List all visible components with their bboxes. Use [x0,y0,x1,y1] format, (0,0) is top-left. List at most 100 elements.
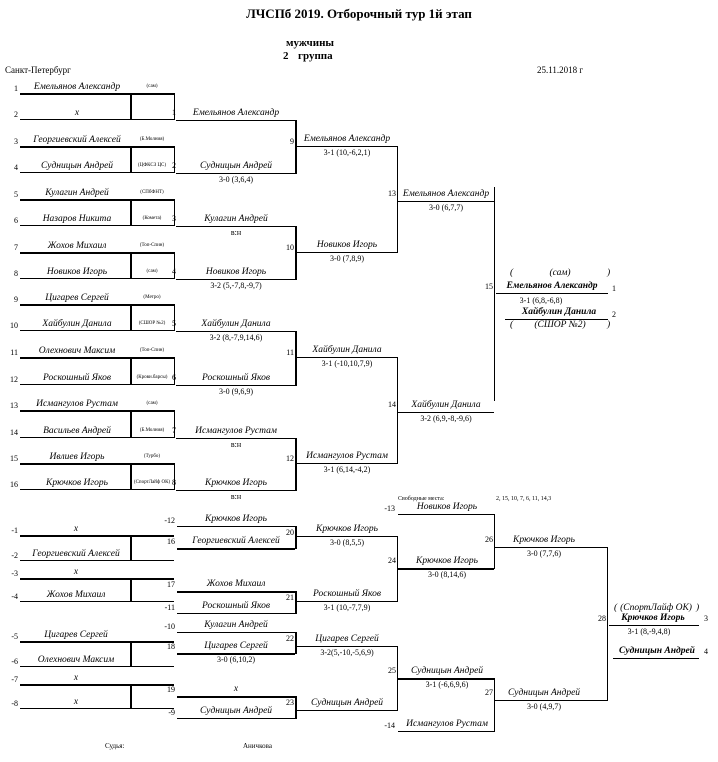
seed-number: -7 [11,675,18,684]
seed-number: 12 [10,375,18,384]
player-name: х [73,673,79,683]
connector [295,632,297,654]
match-number: 26 [485,535,493,544]
group-number: 2 [283,50,289,62]
match-number: 9 [290,137,294,146]
match-box-right [174,199,175,226]
player-name: Новиков Игорь [46,267,108,277]
match-number: 5 [172,319,176,328]
seed-number: 13 [10,401,18,410]
player-name: Жохов Михаил [46,590,106,600]
winner-line [398,412,494,413]
player-club: (сам) [146,401,158,406]
runner-up-club: (СШОР №2) [534,320,586,330]
winner-line [398,201,494,202]
player-club: (Комета) [142,216,162,221]
player-line [20,330,174,331]
connector [295,696,297,719]
player-club: (Б.Молния) [139,137,165,142]
second-place-line [505,319,608,320]
first-place-number: 1 [612,284,616,293]
match-winner: Новиков Игорь [205,267,267,277]
player-club: (сам) [146,84,158,89]
player-club: (Б.Молния) [139,428,165,433]
match-number: 14 [388,400,396,409]
player-name: Назаров Никита [42,214,112,224]
connector [295,526,297,549]
player-club: (сам) [146,269,158,274]
match-winner: Судницын Андрей [410,666,484,676]
drop-player: Кулагин Андрей [204,620,268,630]
winner-line [176,438,296,439]
winner-line [495,700,607,701]
first-place-name: Емельянов Александр [506,281,598,291]
match-box-left [130,357,132,385]
match-number: 8 [172,478,176,487]
fourth-place-line [613,658,699,659]
match-score: 3-0 (3,6,4) [219,175,253,184]
winner-line [297,646,397,647]
match-box-right [174,146,175,173]
seed-number: -6 [11,657,18,666]
match-number: 19 [167,685,175,694]
player-name: Цигарев Сергей [45,293,109,303]
match-winner: Судницын Андрей [507,688,581,698]
match-score: 3-2 (5,-7,8,-9,7) [210,281,262,290]
match-winner: Исмангулов Рустам [306,451,388,461]
player-club: (СПбФНТ) [140,190,164,195]
player-name: Исмангулов Рустам [36,399,118,409]
player-line [177,718,295,719]
player-name: Емельянов Александр [33,82,121,92]
match-box-left [130,410,132,438]
drop-player: Роскошный Яков [202,601,270,611]
city-label: Санкт-Петербург [5,65,71,75]
seed-number: 15 [10,454,18,463]
winner-line [176,279,296,280]
third-place-name: Крючков Игорь [621,613,685,623]
match-score: 3-0 (8,14,6) [428,570,466,579]
match-box-left [130,463,132,490]
category-label: мужчины [285,37,335,49]
fourth-place-number: 4 [704,647,708,656]
match-winner: Роскошный Яков [313,589,381,599]
match-winner: Цигарев Сергей [204,641,268,651]
match-number: 10 [286,243,294,252]
player-line [20,437,174,438]
drop-player: Исмангулов Рустам [406,719,488,729]
player-name: х [73,697,79,707]
player-name: Цигарев Сергей [44,630,108,640]
page-title: ЛЧСПб 2019. Отборочный тур 1й этап [246,6,472,21]
club-bracket-close: ) [607,268,611,278]
drop-seed: -9 [168,708,175,717]
drop-seed: -13 [384,504,395,513]
third-place-number: 3 [704,614,708,623]
match-box-left [130,684,132,709]
match-number: 20 [286,528,294,537]
player-line [20,384,174,385]
match-score: 3-1 (10,-6,2,1) [323,148,371,157]
player-club: (СШОР №2) [138,321,166,326]
player-line [20,535,174,537]
player-name: Жохов Михаил [47,241,107,251]
match-score: 3-0 (7,8,9) [330,254,364,263]
seed-number: -4 [11,592,18,601]
winner-line [176,173,296,174]
winner-line [177,548,295,550]
player-name: х [73,524,79,534]
match-box-right [174,410,175,438]
match-number: 7 [172,426,176,435]
fourth-place-name: Судницын Андрей [619,646,695,656]
match-score: 3-0 (6,10,2) [217,655,255,664]
winner-line [176,490,296,491]
seed-number: -1 [11,526,18,535]
player-name: Роскошный Яков [43,373,111,383]
player-line [20,641,174,643]
match-number: 12 [286,454,294,463]
winner-line [495,547,607,548]
club-bracket-open: ( [510,268,514,278]
match-number: 3 [172,214,176,223]
winner-line [176,120,296,121]
seed-number: 6 [14,216,18,225]
player-line [20,666,174,667]
winner-line [297,357,397,358]
